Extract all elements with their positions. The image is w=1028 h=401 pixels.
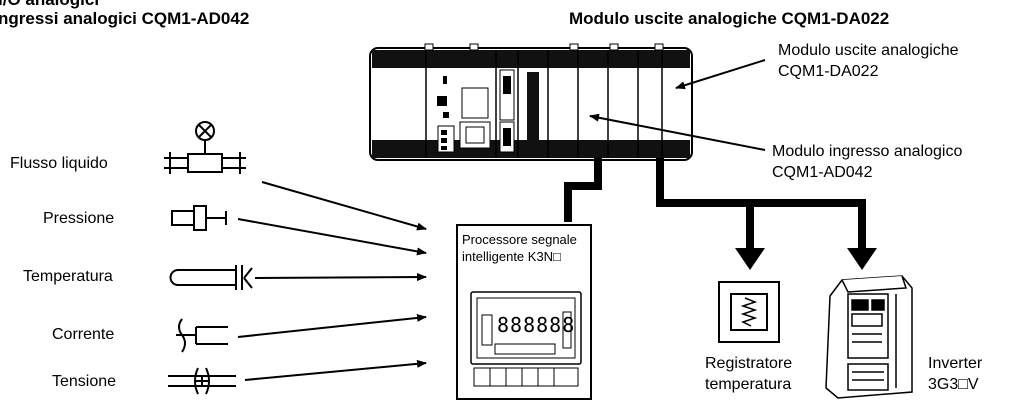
inverter-label-line1: Inverter [928,355,983,372]
temperature-probe-icon [169,265,253,290]
header-title-input-module: ngressi analogici CQM1-AD042 [0,9,250,28]
input-module-pointer [589,113,766,151]
sensor-label-flow: Flusso liquido [10,155,108,172]
current-transformer-icon [176,318,228,353]
processor-label-line1: Processore segnale [462,232,577,247]
flow-meter-icon [164,121,246,174]
output-module-pointer [675,59,766,90]
input-module-label-line1: Modulo ingresso analogico [772,143,963,160]
recorder-icon [718,281,780,343]
output-module-label-line2: CQM1-DA022 [778,63,879,80]
sensor-label-temperature: Temperatura [23,268,113,285]
sensor-label-current: Corrente [52,326,115,343]
voltage-transformer-icon [168,367,236,395]
recorder-label-line1: Registratore [705,355,793,372]
signal-connections [564,158,877,270]
processor-unit [456,224,592,400]
input-module-label-line2: CQM1-AD042 [772,164,873,181]
processor-label-line2: intelligente K3N□ [462,249,561,264]
inverter-icon [825,275,913,399]
output-module-label-line1: Modulo uscite analogiche [778,42,959,59]
sensor-label-voltage: Tensione [52,373,117,390]
recorder-label-line2: temperatura [705,376,792,393]
header-title-analog-io: I/O analogici [0,0,99,10]
header-title-output-module: Modulo uscite analogiche CQM1-DA022 [569,9,890,28]
pressure-sensor-icon [171,205,227,231]
processor-display-digits: 888888 [497,313,576,337]
inverter-label-line2: 3G3□V [928,376,979,393]
plc-rack-icon [369,43,693,161]
sensor-arrows [237,181,427,381]
sensor-label-pressure: Pressione [43,210,115,227]
